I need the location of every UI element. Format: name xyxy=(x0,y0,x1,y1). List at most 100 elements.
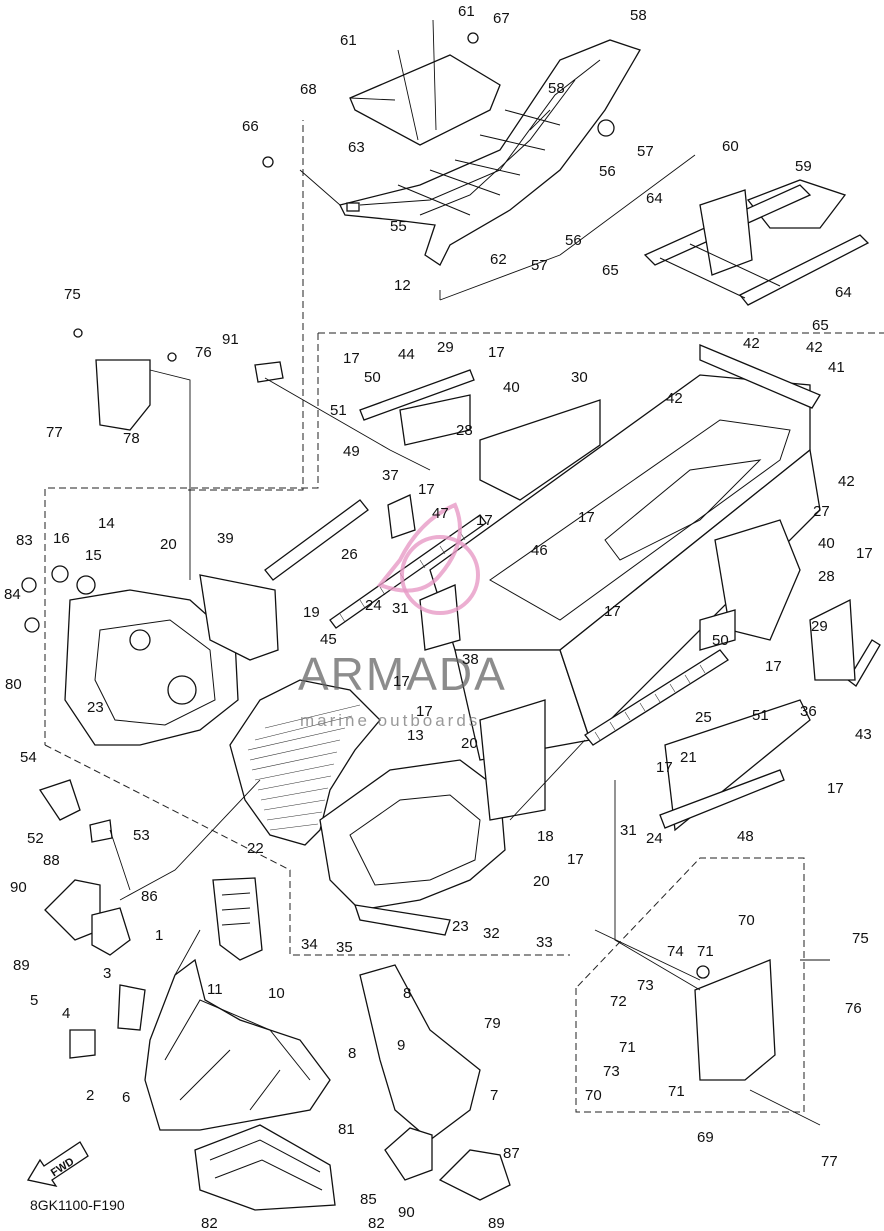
callout-4: 4 xyxy=(62,1005,70,1022)
callout-90b: 90 xyxy=(398,1204,415,1221)
callout-77a: 77 xyxy=(46,424,63,441)
callout-15: 15 xyxy=(85,547,102,564)
callout-61b: 61 xyxy=(340,32,357,49)
callout-50b: 50 xyxy=(712,632,729,649)
callout-23a: 23 xyxy=(87,699,104,716)
callout-31b: 31 xyxy=(620,822,637,839)
callout-35: 35 xyxy=(336,939,353,956)
callout-90a: 90 xyxy=(10,879,27,896)
callout-74: 74 xyxy=(667,943,684,960)
side-panels xyxy=(264,394,856,829)
callout-20b: 20 xyxy=(461,735,478,752)
callout-31a: 31 xyxy=(392,600,409,617)
callout-17i: 17 xyxy=(656,759,673,776)
callout-73b: 73 xyxy=(603,1063,620,1080)
callout-25: 25 xyxy=(695,709,712,726)
callout-55: 55 xyxy=(390,218,407,235)
callout-48: 48 xyxy=(737,828,754,845)
rear-bumper-assembly xyxy=(643,179,870,306)
callout-83: 83 xyxy=(16,532,33,549)
callout-20c: 20 xyxy=(533,873,550,890)
skid-plate xyxy=(194,1124,336,1211)
callout-91: 91 xyxy=(222,331,239,348)
callout-56b: 56 xyxy=(565,232,582,249)
callout-17e: 17 xyxy=(578,509,595,526)
callout-17l: 17 xyxy=(765,658,782,675)
callout-5: 5 xyxy=(30,992,38,1009)
callout-80: 80 xyxy=(5,676,22,693)
callout-61a: 61 xyxy=(458,3,475,20)
callout-70a: 70 xyxy=(738,912,755,929)
callout-19: 19 xyxy=(303,604,320,621)
callout-2: 2 xyxy=(86,1087,94,1104)
callout-75b: 75 xyxy=(852,930,869,947)
callout-22: 22 xyxy=(247,840,264,857)
callout-58a: 58 xyxy=(630,7,647,24)
callout-51b: 51 xyxy=(752,707,769,724)
callout-76b: 76 xyxy=(845,1000,862,1017)
callout-21: 21 xyxy=(680,749,697,766)
callout-69: 69 xyxy=(697,1129,714,1146)
callout-86: 86 xyxy=(141,888,158,905)
callout-42b: 42 xyxy=(806,339,823,356)
callout-71b: 71 xyxy=(619,1039,636,1056)
rear-frame xyxy=(339,39,641,266)
callout-89b: 89 xyxy=(488,1215,505,1231)
small-brackets xyxy=(38,359,776,1201)
callout-73a: 73 xyxy=(637,977,654,994)
front-bumper-assembly xyxy=(144,877,481,1141)
callout-43: 43 xyxy=(855,726,872,743)
fasteners xyxy=(21,32,710,979)
callout-38: 38 xyxy=(462,651,479,668)
callout-17j: 17 xyxy=(827,780,844,797)
callout-41: 41 xyxy=(828,359,845,376)
callout-82a: 82 xyxy=(201,1215,218,1231)
callout-68: 68 xyxy=(300,81,317,98)
callout-17g: 17 xyxy=(393,673,410,690)
callout-49: 49 xyxy=(343,443,360,460)
callout-66: 66 xyxy=(242,118,259,135)
callout-57b: 57 xyxy=(531,257,548,274)
callout-28b: 28 xyxy=(818,568,835,585)
callout-1: 1 xyxy=(155,927,163,944)
callout-51a: 51 xyxy=(330,402,347,419)
callout-12: 12 xyxy=(394,277,411,294)
callout-71a: 71 xyxy=(697,943,714,960)
callout-64a: 64 xyxy=(646,190,663,207)
callout-77b: 77 xyxy=(821,1153,838,1170)
callout-40a: 40 xyxy=(503,379,520,396)
heat-exchanger xyxy=(229,679,381,846)
callout-17h: 17 xyxy=(416,703,433,720)
callout-44: 44 xyxy=(398,346,415,363)
fwd-arrow-icon: FWD xyxy=(26,1141,89,1187)
callout-79: 79 xyxy=(484,1015,501,1032)
callout-numbers: 1 2 3 4 5 6 7 8 8 9 10 11 12 13 14 15 16… xyxy=(4,3,873,1231)
callout-10: 10 xyxy=(268,985,285,1002)
callout-24b: 24 xyxy=(646,830,663,847)
callout-9: 9 xyxy=(397,1037,405,1054)
front-frame xyxy=(319,699,546,936)
callout-52: 52 xyxy=(27,830,44,847)
callout-54: 54 xyxy=(20,749,37,766)
callout-57a: 57 xyxy=(637,143,654,160)
callout-70b: 70 xyxy=(585,1087,602,1104)
callout-56a: 56 xyxy=(599,163,616,180)
leader-lines xyxy=(109,19,830,1126)
seat-support-panel xyxy=(349,54,501,146)
callout-62: 62 xyxy=(490,251,507,268)
callout-32: 32 xyxy=(483,925,500,942)
callout-42a: 42 xyxy=(743,335,760,352)
callout-17b: 17 xyxy=(488,344,505,361)
callout-33: 33 xyxy=(536,934,553,951)
callout-82b: 82 xyxy=(368,1215,385,1231)
callout-53: 53 xyxy=(133,827,150,844)
callout-8a: 8 xyxy=(403,985,411,1002)
callout-42c: 42 xyxy=(666,390,683,407)
callout-59: 59 xyxy=(795,158,812,175)
callout-13: 13 xyxy=(407,727,424,744)
callout-34: 34 xyxy=(301,936,318,953)
assembly-boundaries xyxy=(44,120,884,1113)
callout-75a: 75 xyxy=(64,286,81,303)
callout-17c: 17 xyxy=(418,481,435,498)
